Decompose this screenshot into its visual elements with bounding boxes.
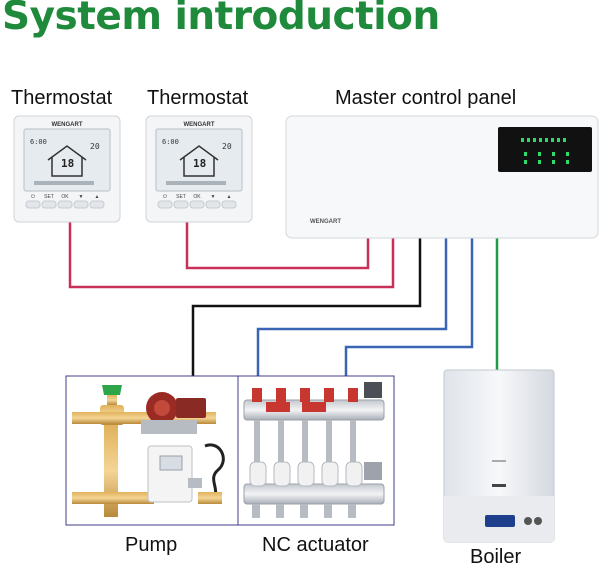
pump-label: Pump (125, 534, 178, 556)
boiler (443, 369, 555, 543)
master-panel-label: Master control panel (335, 87, 517, 109)
thermostat-2-wire (185, 222, 370, 270)
home-icon (179, 145, 219, 177)
green-valve (102, 385, 122, 395)
pump-controller (147, 445, 193, 503)
thermostat-2-temperature: 18 (193, 157, 206, 170)
set-button[interactable]: SET (176, 194, 186, 200)
flow-meters (252, 388, 358, 402)
power-button[interactable]: ⏻ (31, 194, 35, 200)
thermostat-1-brand: WENGART (52, 122, 83, 128)
thermostat-2-screen (155, 128, 243, 192)
thermostat-2-setpoint: 20 (222, 142, 232, 151)
thermostat-1-clock: 6:00 (30, 138, 47, 146)
boiler-display (485, 515, 515, 527)
pump-assembly (65, 375, 239, 526)
thermostat-1-screen (23, 128, 111, 192)
set-button[interactable]: SET (44, 194, 54, 200)
actuator-label: NC actuator (262, 534, 369, 556)
page-title: System introduction (2, 0, 440, 39)
indicator-display (498, 127, 592, 172)
ok-button[interactable]: OK (193, 194, 201, 200)
up-button[interactable]: ▲ (95, 194, 100, 200)
master-panel-brand: WENGART (310, 219, 341, 225)
thermostat-1: WENGART 6:00 20 18 ⏻ SET OK ▼ ▲ (13, 115, 121, 223)
thermostat-2: WENGART 6:00 20 18 ⏻ SET OK ▼ ▲ (145, 115, 253, 223)
home-icon (47, 145, 87, 177)
manifold-assembly (237, 375, 395, 526)
power-button[interactable]: ⏻ (163, 194, 167, 200)
thermostat-2-label: Thermostat (147, 87, 249, 109)
master-control-panel: WENGART (285, 115, 599, 239)
pump-power-wire (191, 238, 422, 376)
thermostat-1-temperature: 18 (61, 157, 74, 170)
down-button[interactable]: ▼ (79, 194, 84, 200)
down-button[interactable]: ▼ (211, 194, 216, 200)
thermostat-2-brand: WENGART (184, 122, 215, 128)
thermostat-1-wire (68, 222, 395, 289)
up-button[interactable]: ▲ (227, 194, 232, 200)
nc-actuators (249, 461, 363, 487)
thermostat-2-clock: 6:00 (162, 138, 179, 146)
thermostat-1-setpoint: 20 (90, 142, 100, 151)
boiler-label: Boiler (470, 546, 522, 568)
indicator-leds (521, 138, 569, 164)
ok-button[interactable]: OK (61, 194, 69, 200)
thermostat-2-buttons: ⏻ SET OK ▼ ▲ (157, 194, 237, 209)
thermostat-1-buttons: ⏻ SET OK ▼ ▲ (25, 194, 105, 209)
thermostat-1-label: Thermostat (11, 87, 113, 109)
